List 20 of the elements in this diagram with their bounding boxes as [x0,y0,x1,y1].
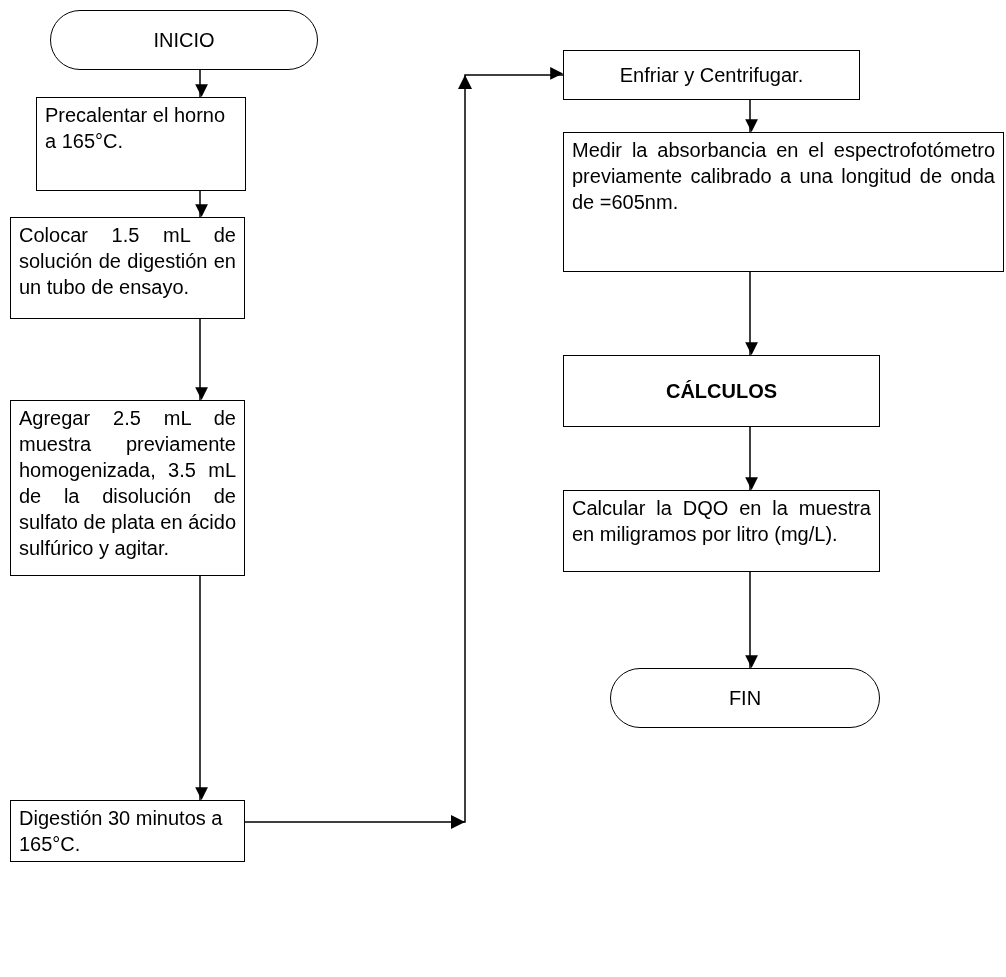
terminal-shape [610,668,880,728]
process-box [36,97,246,191]
process-box [563,355,880,427]
process-box [563,50,860,100]
process-box [563,132,1004,272]
step-text: Colocar 1.5 mL de solución de digestión en un tubo de ensayo. [19,223,236,300]
step-text: Digestión 30 minutos a 165°C. [19,806,224,857]
process-box [10,400,245,576]
step-text: Precalentar el horno a 165°C. [45,103,227,154]
step-text: Calcular la DQO en la muestra en miligramos por litro (mg/L). [572,496,871,547]
terminal-shape [50,10,318,70]
step-text: CÁLCULOS [665,379,778,404]
step-text: Enfriar y Centrifugar. [619,63,804,88]
step-text: FIN [728,686,762,711]
process-box [563,490,880,572]
step-text: INICIO [153,28,215,53]
process-box [10,217,245,319]
step-text: Medir la absorbancia en el espectrofotómetro previamente calibrado a una longitud de onda de =605nm. [572,138,995,215]
process-box [10,800,245,862]
step-text: Agregar 2.5 mL de muestra previamente homogenizada, 3.5 mL de la disolución de sulfato de plata en ácido sulfúrico y agitar. [19,406,236,561]
